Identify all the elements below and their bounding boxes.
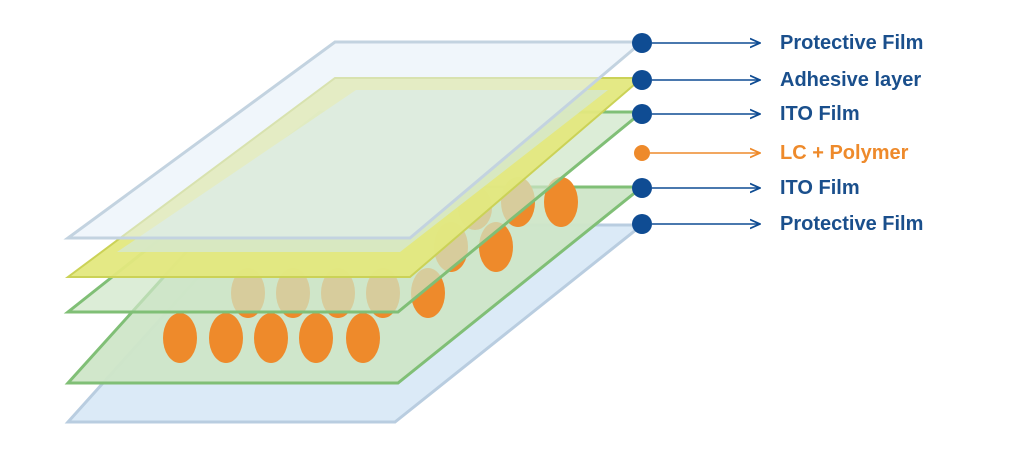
callout-protective-film-top <box>632 33 760 53</box>
lc-droplet <box>299 313 333 363</box>
label-protective-film-bottom: Protective Film <box>780 213 924 235</box>
lc-droplet <box>346 313 380 363</box>
label-lc-polymer: LC + Polymer <box>780 142 909 164</box>
label-adhesive-layer: Adhesive layer <box>780 69 922 91</box>
label-protective-film-top: Protective Film <box>780 32 924 54</box>
callout-adhesive-layer <box>632 70 760 90</box>
callout-protective-film-bottom <box>632 214 760 234</box>
lc-droplet <box>209 313 243 363</box>
callouts <box>632 33 760 234</box>
marker-dot <box>632 70 652 90</box>
marker-dot <box>632 104 652 124</box>
marker-dot <box>632 33 652 53</box>
lc-droplet <box>254 313 288 363</box>
callout-ito-film-top <box>632 104 760 124</box>
protective-film-top <box>63 40 647 240</box>
label-ito-film-top: ITO Film <box>780 103 860 125</box>
marker-dot <box>632 214 652 234</box>
marker-dot <box>634 145 650 161</box>
marker-dot <box>632 178 652 198</box>
callout-lc-polymer <box>634 145 760 161</box>
label-ito-film-bottom: ITO Film <box>780 177 860 199</box>
lc-droplet <box>544 177 578 227</box>
callout-ito-film-bottom <box>632 178 760 198</box>
lc-droplet <box>163 313 197 363</box>
